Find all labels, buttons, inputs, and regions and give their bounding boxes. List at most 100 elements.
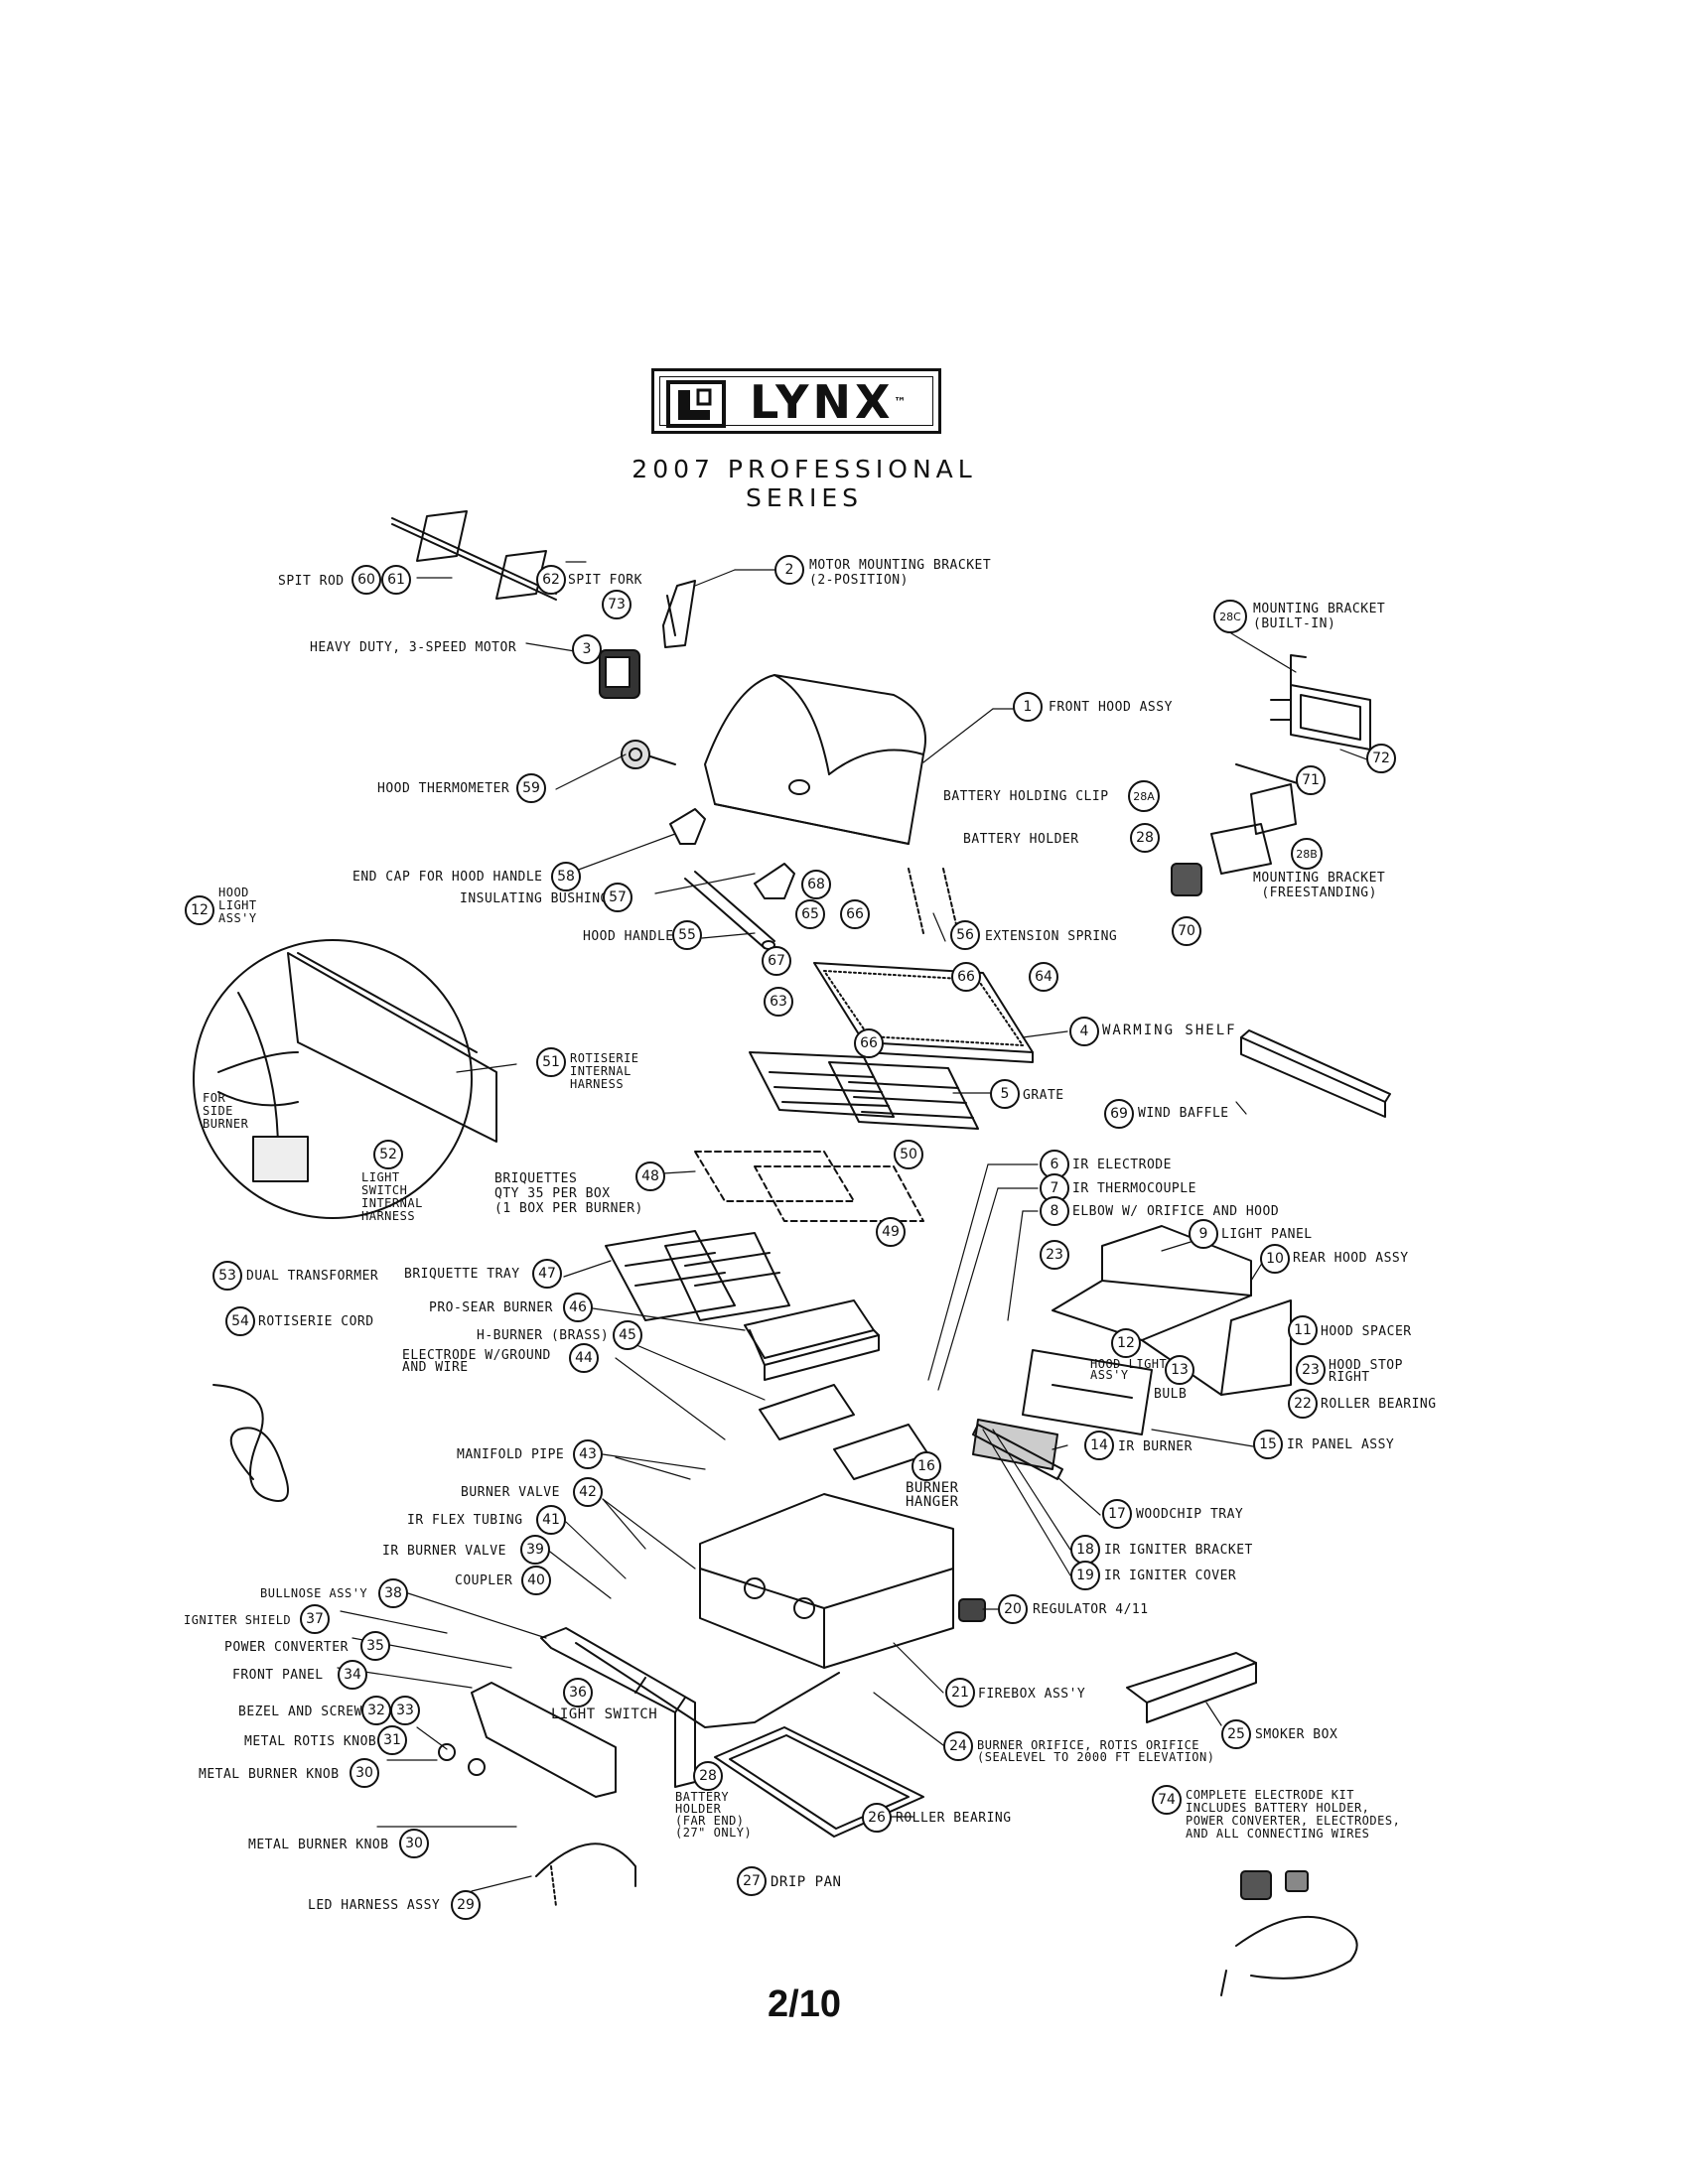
part-number: 38 xyxy=(378,1578,408,1608)
part-number: 58 xyxy=(551,862,581,891)
part-number: 30 xyxy=(399,1829,429,1858)
part-number: 51 xyxy=(536,1047,566,1077)
part-number: 60 xyxy=(351,565,381,595)
electrode-kit-drawing xyxy=(1220,1870,1358,1996)
part-number: 28 xyxy=(693,1761,723,1791)
briquettes-drawing xyxy=(694,1151,924,1222)
part-label: METAL BURNER KNOB xyxy=(199,1767,340,1782)
part-label: INSULATING BUSHING xyxy=(460,891,609,906)
briquette-tray-drawing xyxy=(605,1230,790,1321)
part-number: 8 xyxy=(1040,1196,1069,1226)
part-number: 39 xyxy=(520,1535,550,1565)
part-number: 4 xyxy=(1069,1017,1099,1046)
hood-light-detail-drawing xyxy=(193,939,497,1219)
part-number: 34 xyxy=(338,1660,367,1690)
part-number: 27 xyxy=(737,1866,767,1896)
part-label: BULLNOSE ASS'Y xyxy=(260,1586,368,1600)
part-number: 49 xyxy=(876,1217,906,1247)
part-number: 73 xyxy=(602,590,632,619)
part-label: WOODCHIP TRAY xyxy=(1136,1507,1244,1522)
part-number: 30 xyxy=(350,1758,379,1788)
part-label: LIGHT SWITCH INTERNAL HARNESS xyxy=(361,1170,423,1223)
part-number: 52 xyxy=(373,1140,403,1169)
part-number: 28B xyxy=(1291,838,1323,870)
part-label: IR BURNER xyxy=(1118,1439,1193,1454)
part-number: 28C xyxy=(1213,600,1247,633)
part-number: 14 xyxy=(1084,1431,1114,1460)
part-label: IR FLEX TUBING xyxy=(407,1513,523,1528)
part-label: END CAP FOR HOOD HANDLE xyxy=(352,870,543,885)
part-label: ELBOW W/ ORIFICE AND HOOD xyxy=(1072,1204,1280,1219)
part-number: 57 xyxy=(603,883,632,912)
brand-name-text: LYNX xyxy=(750,375,895,429)
part-number: 26 xyxy=(862,1803,892,1833)
part-number: 16 xyxy=(912,1451,941,1481)
part-label: LIGHT PANEL xyxy=(1221,1227,1313,1242)
part-number: 23 xyxy=(1296,1355,1326,1385)
part-number: 12 xyxy=(1111,1328,1141,1358)
part-label: ROLLER BEARING xyxy=(1321,1397,1437,1412)
part-number: 20 xyxy=(998,1594,1028,1624)
part-label: HOOD THERMOMETER xyxy=(377,781,510,796)
part-number: 67 xyxy=(762,946,791,976)
part-number: 56 xyxy=(950,920,980,950)
page-number: 2/10 xyxy=(768,1983,841,2025)
series-title: 2007 PROFESSIONAL SERIES xyxy=(632,455,977,512)
part-number: 71 xyxy=(1296,765,1326,795)
part-label: METAL ROTIS KNOB xyxy=(244,1734,377,1749)
part-number: 45 xyxy=(613,1320,642,1350)
part-number: 54 xyxy=(225,1306,255,1336)
part-number: 53 xyxy=(212,1261,242,1291)
part-label: MANIFOLD PIPE xyxy=(457,1447,565,1462)
part-number: 63 xyxy=(764,987,793,1017)
part-label: FOR SIDE BURNER xyxy=(203,1091,249,1131)
drip-pan-drawing xyxy=(714,1726,924,1838)
part-label: BRIQUETTES QTY 35 PER BOX (1 BOX PER BUR… xyxy=(494,1171,643,1216)
part-label: BULB xyxy=(1154,1387,1188,1402)
part-number: 61 xyxy=(381,565,411,595)
part-label: IR BURNER VALVE xyxy=(382,1544,506,1559)
part-label: DRIP PAN xyxy=(771,1874,842,1890)
part-number: 62 xyxy=(536,565,566,595)
part-number: 15 xyxy=(1253,1430,1283,1459)
spit-rod-drawing xyxy=(391,510,557,601)
pro-sear-burner-drawing xyxy=(744,1299,880,1381)
part-label: REAR HOOD ASSY xyxy=(1293,1251,1409,1266)
part-number: 11 xyxy=(1288,1315,1318,1345)
part-number: 12 xyxy=(185,895,214,925)
warming-shelf-drawing xyxy=(813,962,1034,1063)
part-number: 19 xyxy=(1070,1561,1100,1590)
part-number: 66 xyxy=(854,1028,884,1058)
part-number: 40 xyxy=(521,1566,551,1595)
part-number: 23 xyxy=(1040,1240,1069,1270)
extension-spring-drawing xyxy=(908,868,959,934)
battery-holder-drawing xyxy=(1171,763,1302,896)
part-number: 1 xyxy=(1013,692,1043,722)
part-label: SPIT ROD xyxy=(278,574,345,589)
part-label: ROLLER BEARING xyxy=(896,1811,1012,1826)
part-number: 65 xyxy=(795,899,825,929)
part-label: MOUNTING BRACKET (FREESTANDING) xyxy=(1253,871,1386,900)
part-label: BRIQUETTE TRAY xyxy=(404,1267,520,1282)
part-number: 42 xyxy=(573,1477,603,1507)
part-number: 66 xyxy=(951,962,981,992)
hood-thermometer-drawing xyxy=(621,740,676,769)
part-number: 72 xyxy=(1366,744,1396,773)
front-panel-drawing xyxy=(438,1627,696,1798)
part-label: BATTERY HOLDING CLIP xyxy=(943,789,1109,804)
part-label: FRONT PANEL xyxy=(232,1668,324,1683)
rotisserie-cord-drawing xyxy=(212,1384,289,1502)
part-label: IR IGNITER BRACKET xyxy=(1104,1543,1253,1558)
ir-panel-drawing xyxy=(1022,1349,1153,1435)
part-label: IR IGNITER COVER xyxy=(1104,1569,1237,1583)
part-number: 33 xyxy=(390,1696,420,1725)
part-number: 59 xyxy=(516,773,546,803)
part-label: COUPLER xyxy=(455,1573,513,1588)
part-label: WARMING SHELF xyxy=(1102,1023,1237,1038)
grate-drawing xyxy=(749,1051,979,1130)
part-number: 50 xyxy=(894,1140,923,1169)
part-number: 46 xyxy=(563,1293,593,1322)
part-label: FIREBOX ASS'Y xyxy=(978,1687,1086,1702)
part-label: PRO-SEAR BURNER xyxy=(429,1300,553,1315)
